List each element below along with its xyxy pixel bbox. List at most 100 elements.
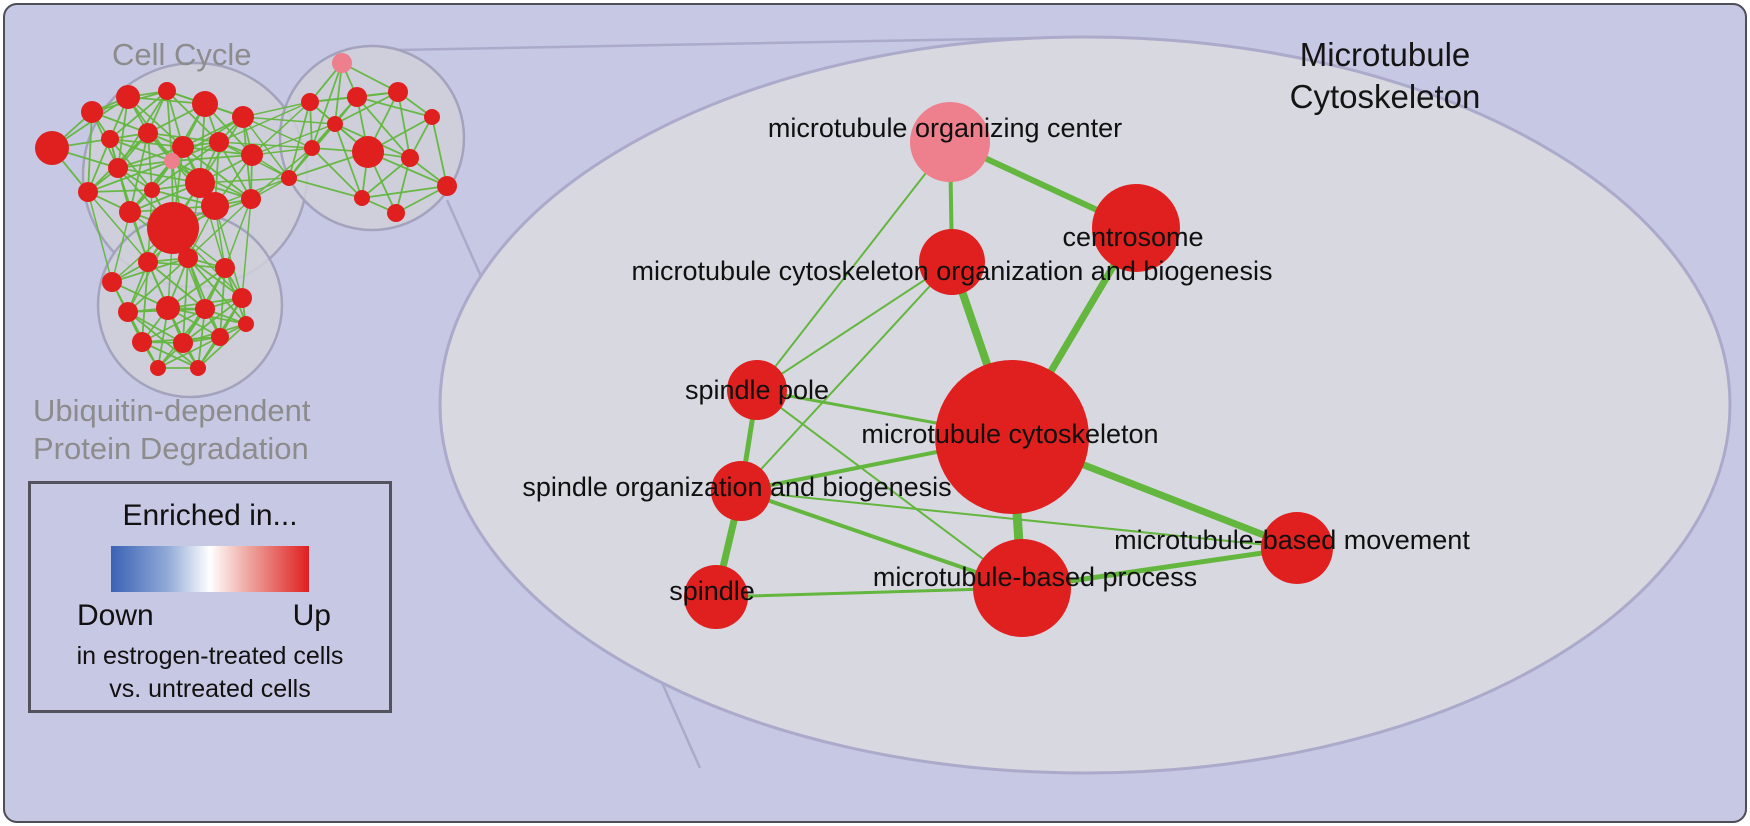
- overview-edge: [151, 141, 220, 191]
- node-mbp: [973, 539, 1071, 637]
- overview-edge: [334, 123, 363, 199]
- overview-node: [102, 272, 122, 292]
- zoom-cluster-title: Microtubule Cytoskeleton: [1270, 34, 1500, 118]
- overview-node: [144, 182, 160, 198]
- node-spindle: [684, 565, 748, 629]
- overview-edge: [87, 191, 113, 283]
- overview-edge: [242, 116, 290, 179]
- overview-node: [78, 182, 98, 202]
- legend-subtitle-line1: in estrogen-treated cells: [76, 642, 344, 670]
- overview-edge: [361, 157, 411, 199]
- overview-node: [241, 189, 261, 209]
- overview-node: [116, 85, 140, 109]
- overview-node: [424, 109, 440, 125]
- overview-edge: [356, 96, 433, 118]
- legend-down-label: Down: [77, 599, 154, 632]
- overview-node: [241, 144, 263, 166]
- overview-node: [101, 130, 119, 148]
- node-mc: [935, 360, 1089, 514]
- overview-node: [195, 299, 215, 319]
- overview-edge: [157, 336, 221, 369]
- overview-edge: [127, 96, 184, 148]
- cluster-label-cell-cycle: Cell Cycle: [112, 37, 252, 72]
- overview-node: [301, 93, 319, 111]
- node-label-sob: spindle organization and biogenesis: [522, 472, 951, 502]
- legend-axis-labels: Down Up: [31, 599, 389, 633]
- overview-edge: [182, 116, 244, 148]
- cluster-label-ubiquitin-line1: Ubiquitin-dependent: [33, 393, 311, 428]
- overview-edge: [334, 91, 399, 125]
- overview-node: [164, 153, 180, 169]
- overview-node: [192, 91, 218, 117]
- edge-sob-mbp: [739, 489, 1024, 590]
- edge-spindle_pole-mbp: [756, 389, 1023, 589]
- overview-node: [215, 258, 235, 278]
- overview-node: [119, 201, 141, 223]
- overview-edge: [127, 257, 189, 313]
- overview-edge: [431, 116, 448, 187]
- overview-node: [138, 252, 158, 272]
- node-label-centrosome: centrosome: [1062, 222, 1203, 252]
- overview-node: [201, 192, 229, 220]
- overview-node: [238, 316, 254, 332]
- overview-edge: [242, 101, 311, 118]
- legend-gradient-bar: [111, 546, 309, 592]
- overview-edge: [127, 311, 184, 344]
- overview-edge: [218, 141, 313, 149]
- overview-node: [304, 140, 320, 156]
- node-moc: [910, 102, 990, 182]
- overview-edge: [111, 211, 131, 283]
- zoom-lens-ellipse: [438, 35, 1732, 775]
- overview-edge: [187, 257, 221, 338]
- overview-node: [209, 132, 229, 152]
- overview-node: [147, 202, 199, 254]
- node-label-mbm: microtubule-based movement: [1114, 525, 1470, 555]
- overview-edge: [109, 138, 173, 162]
- overview-edge: [187, 257, 247, 325]
- overview-node: [332, 53, 352, 73]
- overview-node: [327, 116, 343, 132]
- overview-edge: [395, 157, 411, 214]
- overview-edge: [87, 191, 149, 263]
- edge-mco-sob: [740, 261, 953, 492]
- overview-edge: [109, 90, 168, 140]
- node-spindle_pole: [727, 360, 787, 420]
- node-label-mc: microtubule cytoskeleton: [861, 419, 1158, 449]
- overview-edge: [187, 198, 252, 259]
- overview-edge: [341, 62, 399, 93]
- overview-edge: [117, 146, 184, 169]
- overview-edge: [218, 101, 311, 143]
- overview-edge: [334, 62, 343, 125]
- overview-node: [232, 106, 254, 128]
- overview-node: [35, 131, 69, 165]
- overview-edge: [288, 177, 363, 199]
- overview-node: [178, 248, 198, 268]
- overview-node: [388, 82, 408, 102]
- overview-edge: [182, 257, 189, 344]
- overview-edge: [141, 261, 149, 343]
- overview-edge: [356, 96, 411, 159]
- zoom-cluster-title-line1: Microtubule: [1299, 36, 1471, 73]
- overview-edge: [182, 297, 243, 344]
- overview-node: [185, 168, 215, 198]
- overview-node: [352, 136, 384, 168]
- overview-edge: [250, 147, 313, 200]
- overview-edge: [288, 101, 311, 179]
- overview-node: [150, 360, 166, 376]
- overview-edge: [197, 323, 247, 369]
- overview-node: [387, 204, 405, 222]
- overview-edge: [311, 62, 343, 149]
- overview-node: [158, 82, 176, 100]
- node-centrosome: [1092, 184, 1180, 272]
- overview-edge: [214, 205, 243, 299]
- zoom-cluster-title-line2: Cytoskeleton: [1289, 78, 1481, 115]
- overview-node: [132, 332, 152, 352]
- overview-node: [118, 302, 138, 322]
- overview-edge: [87, 111, 93, 193]
- overview-node: [437, 176, 457, 196]
- cluster-label-ubiquitin-line2: Protein Degradation: [33, 431, 309, 466]
- overview-edge: [219, 267, 226, 338]
- node-label-moc: microtubule organizing center: [768, 113, 1122, 143]
- overview-node: [81, 101, 103, 123]
